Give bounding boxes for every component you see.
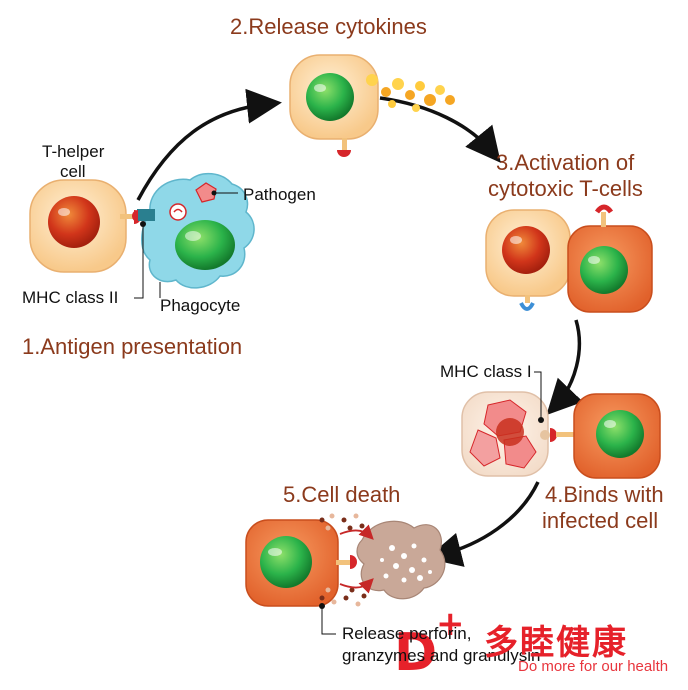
dying-cell: [356, 520, 446, 600]
release-label-line2: granzymes and granulysin: [342, 646, 541, 665]
pathogen: [195, 182, 238, 203]
activated-helper-cell: [485, 209, 571, 311]
cytotoxic-t-cell-killing: [245, 519, 357, 607]
arrow-3-to-4: [546, 319, 584, 416]
brand-logo-letter: D: [394, 623, 437, 683]
arrow-4-to-5: [426, 481, 540, 567]
cytotoxic-t-cell-activated: [567, 204, 653, 313]
brand-tagline: Do more for our health: [518, 658, 669, 675]
mhc-class-i-marker: [534, 371, 574, 442]
step-2-label: 2.Release cytokines: [230, 14, 427, 39]
cytokine-particles: [366, 74, 455, 112]
brand-name: 多睦健康: [484, 623, 628, 663]
t-helper-label-line2: cell: [60, 162, 86, 181]
arrow-2-to-3: [379, 96, 501, 163]
phagocyte-cell: [141, 172, 255, 289]
brand-logo-mark: D +: [394, 604, 465, 683]
brand-logo-plus: +: [436, 604, 465, 644]
step-4-label-line2: infected cell: [542, 508, 659, 533]
mhc-class-i-label: MHC class I: [440, 362, 532, 381]
release-label-line1: Release perforin,: [342, 624, 472, 643]
mhc-class-ii-label: MHC class II: [22, 288, 119, 307]
cytokine-helper-cell: [289, 54, 379, 157]
phagocyte-label: Phagocyte: [160, 296, 241, 315]
mhc-class-ii-marker: [132, 209, 155, 299]
cycle-arrows: [136, 88, 584, 567]
step-1-label: 1.Antigen presentation: [22, 334, 243, 359]
arrow-1-to-2: [136, 88, 282, 201]
infected-cell: [461, 391, 549, 477]
step-3-label-line1: 3.Activation of: [496, 150, 635, 175]
t-helper-label-line1: T-helper: [42, 142, 105, 161]
cytotoxic-t-cell-binding: [573, 393, 661, 479]
step-3-label-line2: cytotoxic T-cells: [488, 176, 643, 201]
pathogen-label: Pathogen: [243, 185, 316, 204]
step-4-label-line1: 4.Binds with: [545, 482, 664, 507]
step-5-label: 5.Cell death: [283, 482, 401, 507]
t-helper-cell: [29, 179, 127, 273]
cytotoxic-granules: [319, 513, 374, 635]
